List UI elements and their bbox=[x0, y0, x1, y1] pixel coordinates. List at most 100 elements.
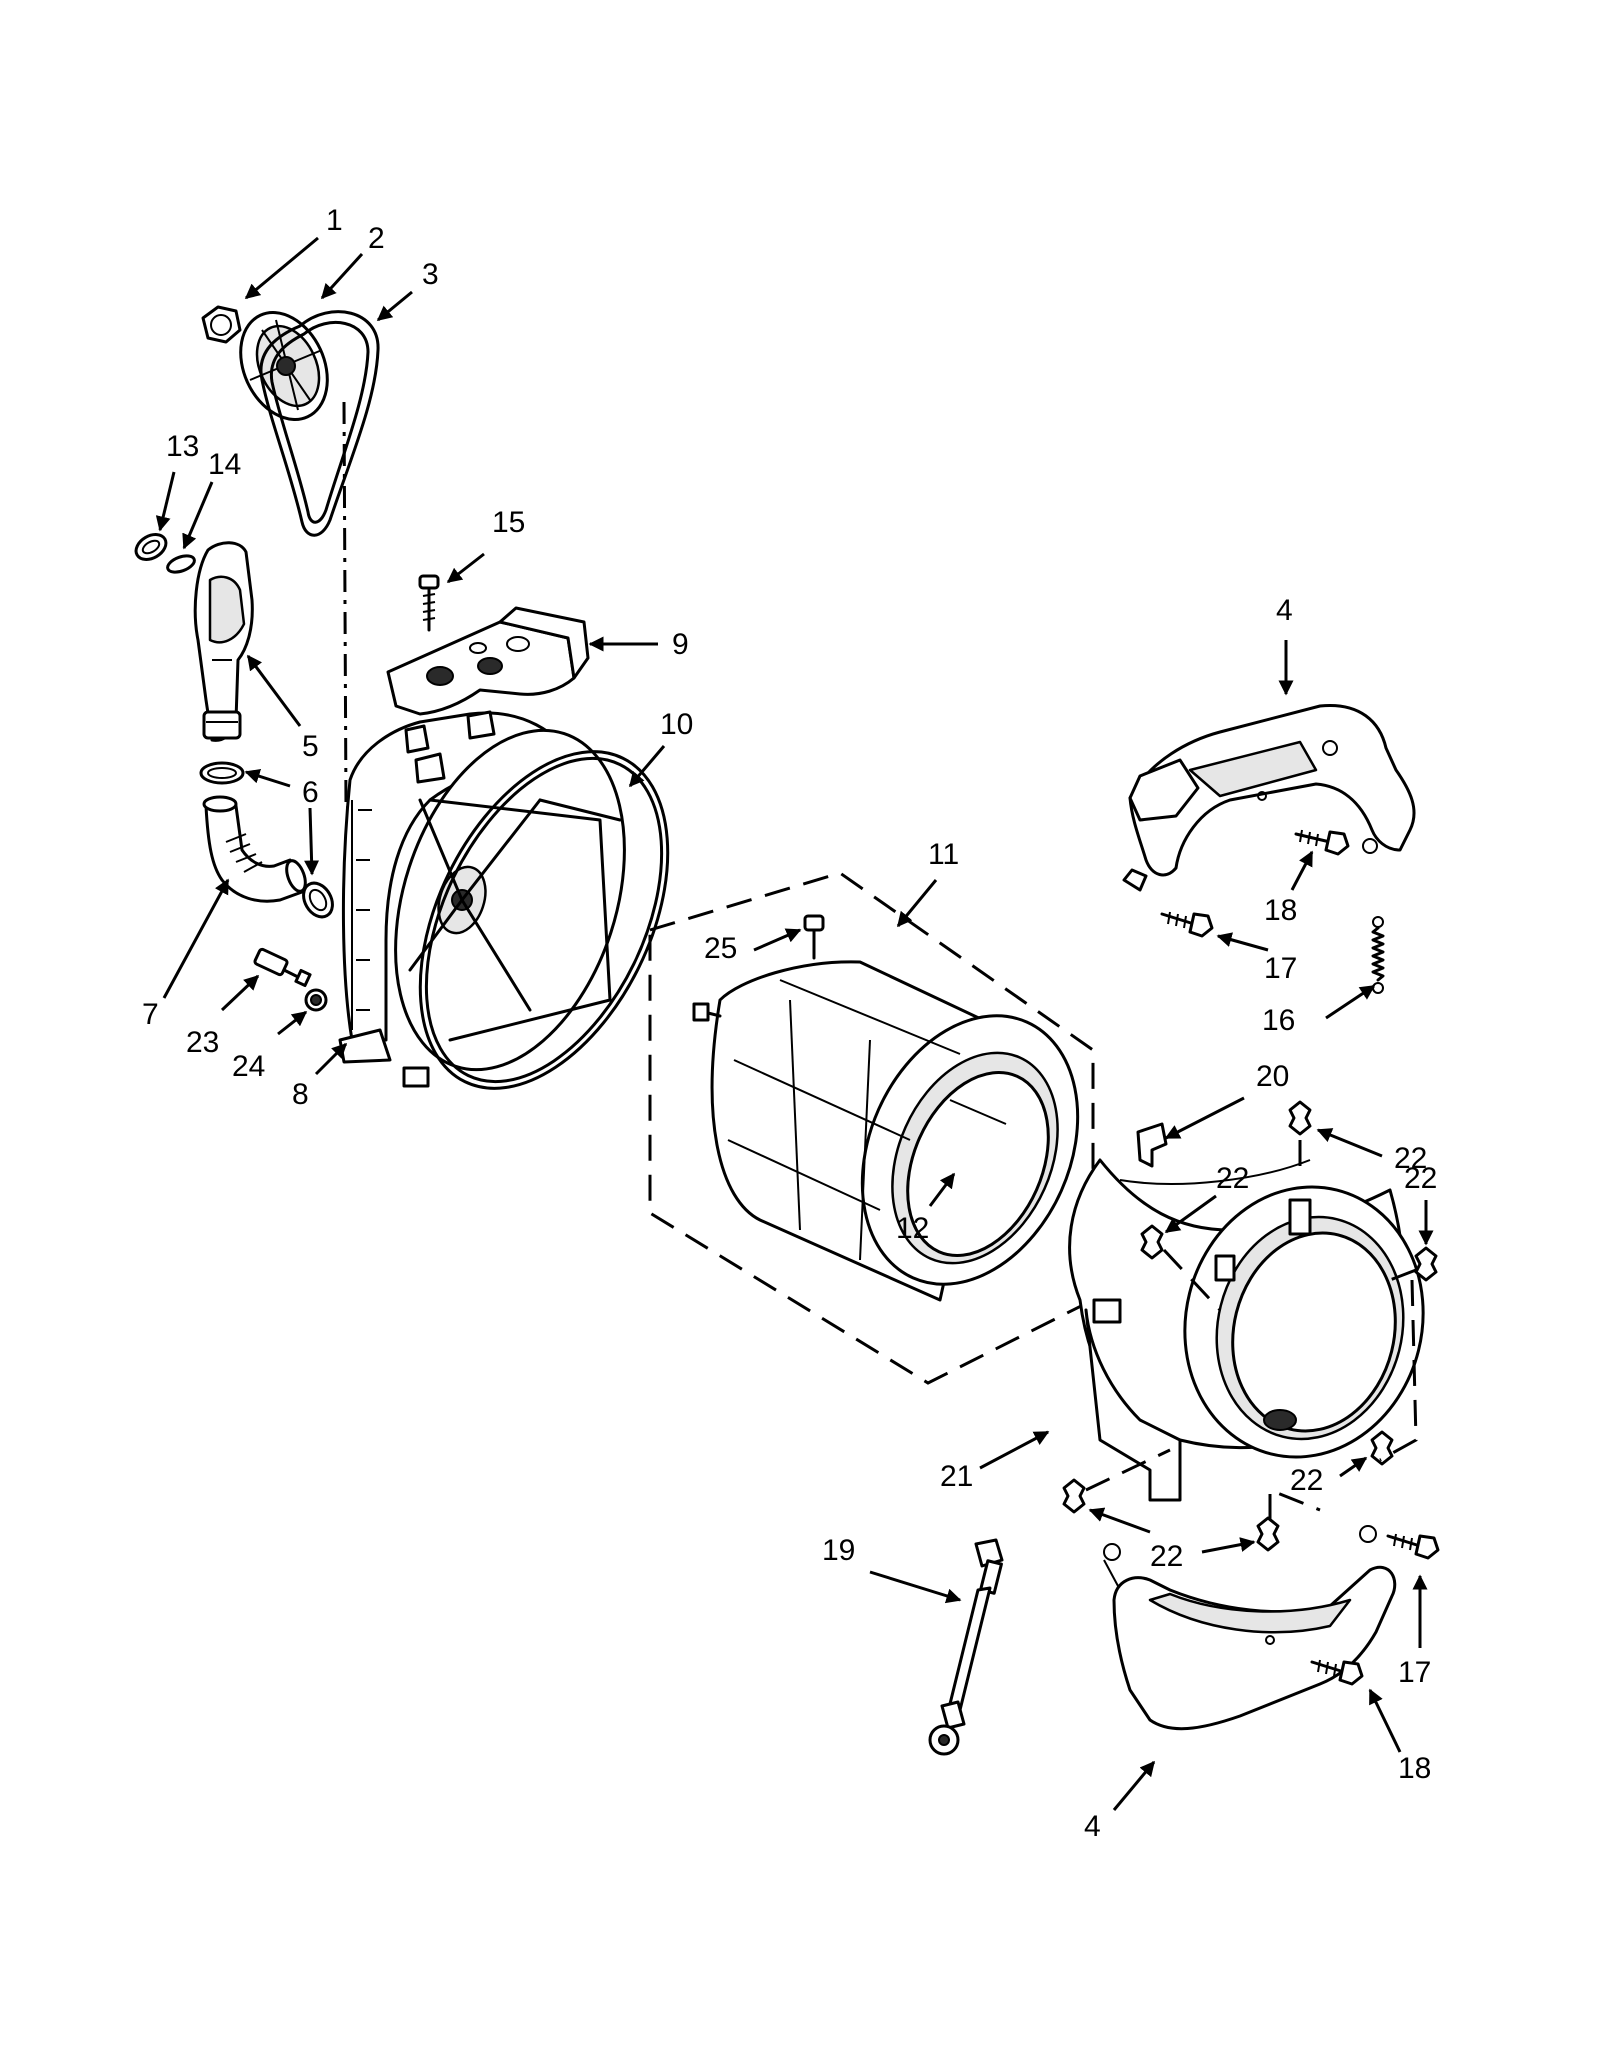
callout-6: 6 bbox=[302, 776, 319, 809]
callout-22-b: 22 bbox=[1216, 1162, 1249, 1195]
callout-25: 25 bbox=[704, 932, 737, 965]
leader-11 bbox=[896, 879, 938, 928]
leader-13 bbox=[155, 471, 176, 532]
leader-18-upper bbox=[1290, 850, 1314, 891]
leader-21 bbox=[979, 1430, 1050, 1470]
alignment-centerline bbox=[342, 401, 348, 809]
part-22-spring-clip[interactable] bbox=[1370, 1430, 1394, 1466]
callout-12: 12 bbox=[896, 1212, 929, 1245]
part-22-alignment-lines bbox=[1085, 1140, 1418, 1520]
leader-4-lower bbox=[1112, 1760, 1156, 1811]
callout-7: 7 bbox=[142, 998, 159, 1031]
part-22-spring-clip[interactable] bbox=[1062, 1478, 1086, 1514]
part-6-hose-clamp-lower[interactable] bbox=[298, 878, 339, 922]
callout-17-upper: 17 bbox=[1264, 952, 1297, 985]
part-4-counterweight-lower[interactable] bbox=[1103, 1525, 1397, 1731]
leader-14 bbox=[182, 481, 214, 550]
part-9-tub-bracket[interactable] bbox=[386, 606, 590, 716]
part-22-spring-clip[interactable] bbox=[1414, 1246, 1438, 1282]
callout-5: 5 bbox=[302, 730, 319, 763]
leader-18-lower bbox=[1368, 1688, 1402, 1753]
callout-4-upper: 4 bbox=[1276, 594, 1293, 627]
drum-basket[interactable] bbox=[692, 960, 1118, 1319]
leader-2 bbox=[320, 252, 364, 300]
callout-15: 15 bbox=[492, 506, 525, 539]
part-22-spring-clip[interactable] bbox=[1140, 1224, 1164, 1260]
part-5-vent-hose[interactable] bbox=[193, 541, 254, 742]
part-13-clamp[interactable] bbox=[132, 529, 171, 564]
leader-22-top bbox=[1316, 1128, 1383, 1158]
callout-1: 1 bbox=[326, 204, 343, 237]
part-23-temperature-sensor[interactable] bbox=[253, 947, 312, 988]
part-22-spring-clip[interactable] bbox=[1256, 1516, 1280, 1552]
part-7-drain-hose[interactable] bbox=[202, 795, 309, 903]
leader-lines bbox=[155, 236, 1434, 1811]
leader-15 bbox=[446, 552, 485, 584]
part-18-bolt-upper[interactable] bbox=[1294, 829, 1350, 856]
leader-22-bottom bbox=[1201, 1537, 1256, 1554]
part-6-hose-clamp-upper[interactable] bbox=[199, 761, 245, 785]
leader-7 bbox=[162, 878, 230, 999]
callout-9: 9 bbox=[672, 628, 689, 661]
callout-24: 24 bbox=[232, 1050, 265, 1083]
part-3-drive-belt[interactable] bbox=[259, 310, 380, 537]
leader-19 bbox=[869, 1570, 962, 1604]
leader-5 bbox=[246, 654, 302, 727]
callout-22-c: 22 bbox=[1290, 1464, 1323, 1497]
leader-6b bbox=[304, 807, 320, 876]
callout-8: 8 bbox=[292, 1078, 309, 1111]
leader-17-upper bbox=[1216, 932, 1269, 952]
callout-19: 19 bbox=[822, 1534, 855, 1567]
callout-22-a: 22 bbox=[1394, 1142, 1427, 1175]
leader-24 bbox=[277, 1010, 308, 1036]
leader-20 bbox=[1164, 1096, 1245, 1140]
part-2-pulley[interactable] bbox=[224, 298, 344, 433]
part-22-spring-clip[interactable] bbox=[1288, 1100, 1312, 1136]
callout-22-d: 22 bbox=[1150, 1540, 1183, 1573]
part-17-bolt-lower[interactable] bbox=[1386, 1533, 1440, 1560]
callout-16: 16 bbox=[1262, 1004, 1295, 1037]
callout-labels: 1 2 3 4 4 5 6 7 8 9 10 11 12 13 14 15 16… bbox=[142, 204, 1437, 1843]
leader-22-mid bbox=[1164, 1194, 1217, 1234]
callout-23: 23 bbox=[186, 1026, 219, 1059]
callout-14: 14 bbox=[208, 448, 241, 481]
part-19-shock-damper[interactable] bbox=[928, 1538, 1004, 1756]
part-1-hex-nut[interactable] bbox=[201, 305, 242, 344]
part-14-o-ring[interactable] bbox=[165, 553, 196, 576]
callout-11: 11 bbox=[928, 838, 959, 871]
leader-12 bbox=[928, 1172, 956, 1207]
leader-16 bbox=[1325, 984, 1376, 1020]
leader-22-lower-left bbox=[1088, 1507, 1151, 1534]
part-18-bolt-lower[interactable] bbox=[1310, 1659, 1364, 1686]
callout-17-lower: 17 bbox=[1398, 1656, 1431, 1689]
callout-18-upper: 18 bbox=[1264, 894, 1297, 927]
callout-21: 21 bbox=[940, 1460, 973, 1493]
part-8-rear-tub[interactable] bbox=[338, 701, 665, 1099]
part-4-counterweight-upper[interactable] bbox=[1122, 704, 1416, 892]
leader-10 bbox=[628, 745, 666, 788]
part-21-front-tub[interactable] bbox=[1068, 1158, 1452, 1502]
part-24-grommet[interactable] bbox=[304, 988, 328, 1012]
part-10-tub-seal[interactable] bbox=[370, 712, 718, 1129]
callout-22-e: 22 bbox=[1404, 1162, 1437, 1195]
part-20-clip[interactable] bbox=[1136, 1122, 1168, 1168]
callout-4-lower: 4 bbox=[1084, 1810, 1101, 1843]
callout-20: 20 bbox=[1256, 1060, 1289, 1093]
callout-18-lower: 18 bbox=[1398, 1752, 1431, 1785]
part-16-spring[interactable] bbox=[1371, 916, 1385, 994]
leader-1 bbox=[244, 236, 319, 300]
callout-2: 2 bbox=[368, 222, 385, 255]
callout-10: 10 bbox=[660, 708, 693, 741]
callout-13: 13 bbox=[166, 430, 199, 463]
part-25-screw[interactable] bbox=[803, 914, 825, 960]
leader-25 bbox=[753, 928, 802, 952]
leader-3 bbox=[376, 290, 413, 322]
leader-22-lower-right bbox=[1339, 1456, 1368, 1478]
callout-3: 3 bbox=[422, 258, 439, 291]
part-17-bolt-upper[interactable] bbox=[1160, 911, 1214, 938]
leader-8 bbox=[314, 1042, 348, 1076]
leader-23 bbox=[220, 974, 260, 1012]
part-15-screw[interactable] bbox=[418, 574, 440, 632]
leader-6a bbox=[244, 768, 291, 788]
